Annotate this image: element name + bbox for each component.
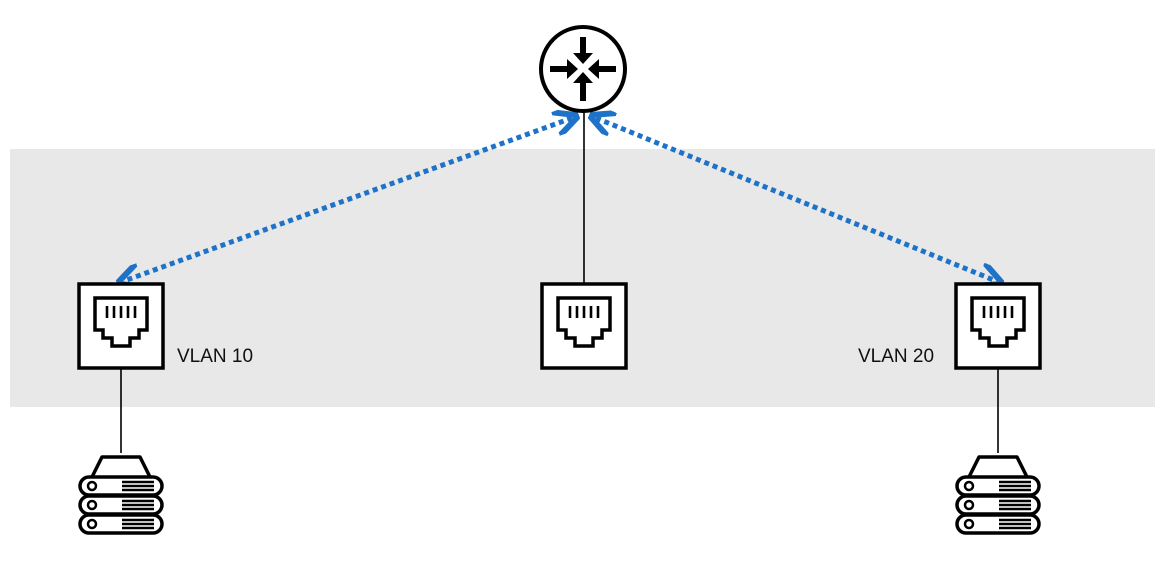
ethernet-port-icon <box>540 282 628 370</box>
vlan-10-label: VLAN 10 <box>177 346 253 367</box>
router-icon <box>539 25 627 113</box>
server-stack-icon <box>955 455 1041 535</box>
ethernet-port-icon <box>77 282 165 370</box>
dotted-link-router-to-vlan10 <box>124 118 572 281</box>
ethernet-port-icon <box>954 282 1042 370</box>
vlan-20-label: VLAN 20 <box>858 346 934 367</box>
server-stack-icon <box>78 455 164 535</box>
